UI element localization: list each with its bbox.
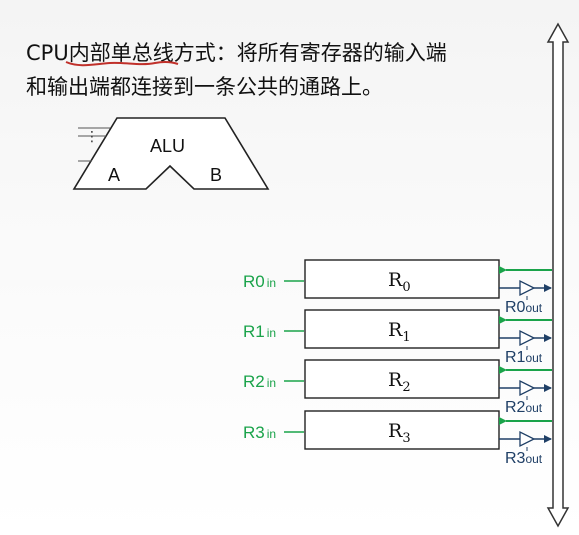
heading: CPU内部单总线方式：将所有寄存器的输入端 和输出端都连接到一条公共的通路上。 [26, 36, 526, 104]
alu-shape [72, 117, 270, 190]
input-control-sub: in [267, 427, 276, 441]
output-control-sub: out [525, 301, 542, 315]
register-name: R2 [388, 369, 411, 395]
register-name-sub: 1 [402, 330, 410, 345]
output-control-sub: out [525, 401, 542, 415]
input-control-sub: in [267, 326, 276, 340]
output-control-main: R2 [505, 399, 526, 416]
output-buffer-icon [519, 329, 536, 347]
register-box [304, 410, 500, 450]
input-control-main: R0 [243, 272, 265, 291]
register-name-sub: 2 [402, 380, 410, 395]
register-box [304, 309, 500, 349]
register-box [304, 359, 500, 399]
output-control-label: R1out [505, 349, 543, 366]
register-name-main: R [388, 369, 403, 391]
register-name-main: R [388, 319, 403, 341]
register-name-main: R [388, 269, 403, 291]
output-control-label: R3out [505, 450, 543, 467]
register-name: R0 [388, 269, 411, 295]
output-buffer-icon [519, 430, 536, 448]
heading-line-1: CPU内部单总线方式：将所有寄存器的输入端 [26, 41, 447, 65]
heading-line-2: 和输出端都连接到一条公共的通路上。 [26, 75, 383, 99]
input-control-main: R3 [243, 423, 265, 442]
register-name: R3 [388, 420, 411, 446]
output-control-label: R0out [505, 299, 543, 316]
input-control-main: R2 [243, 372, 265, 391]
input-control-sub: in [267, 276, 276, 290]
output-buffer-icon [519, 379, 536, 397]
register-name-sub: 0 [402, 280, 410, 295]
alu-unit: ⋮ ALU A B [72, 117, 270, 190]
register-box [304, 259, 500, 299]
output-control-main: R3 [505, 450, 526, 467]
alu-input-b: B [210, 165, 222, 185]
output-control-sub: out [525, 452, 542, 466]
input-control-sub: in [267, 376, 276, 390]
heading-underline [65, 60, 179, 67]
output-control-main: R0 [505, 299, 526, 316]
alu-label: ALU [150, 136, 185, 156]
input-control-main: R1 [243, 322, 265, 341]
output-control-label: R2out [505, 399, 543, 416]
internal-bus [546, 22, 570, 528]
output-control-sub: out [525, 351, 542, 365]
alu-input-a: A [108, 165, 120, 185]
output-buffer-icon [519, 279, 536, 297]
register-name: R1 [388, 319, 411, 345]
register-name-sub: 3 [402, 431, 410, 446]
register-name-main: R [388, 420, 403, 442]
alu-ellipsis: ⋮ [85, 129, 99, 145]
output-control-main: R1 [505, 349, 526, 366]
